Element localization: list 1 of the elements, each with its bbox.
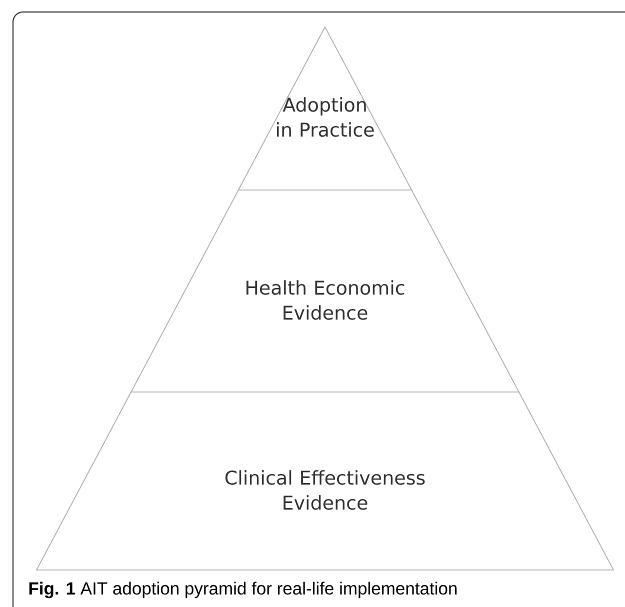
figure-caption: Fig. 1 AIT adoption pyramid for real-life implementation (29, 582, 457, 598)
